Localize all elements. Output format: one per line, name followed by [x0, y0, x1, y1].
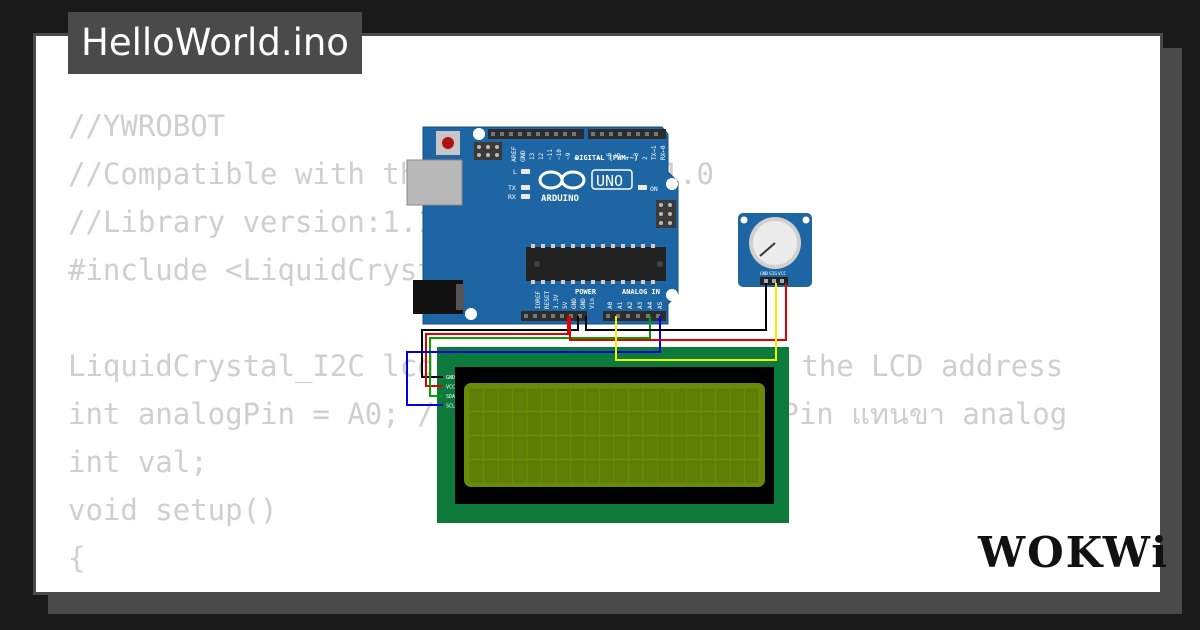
- digital-pin-label: 12: [538, 152, 545, 160]
- power-pin-label: 5V: [562, 301, 569, 309]
- digital-pin-label: RX←0: [660, 145, 667, 160]
- power-label: POWER: [575, 288, 597, 296]
- digital-pin-label: ~10: [556, 149, 563, 160]
- wires: [406, 283, 787, 406]
- code-line: //YWROBOT: [68, 109, 226, 143]
- lcd-2004-i2c-module[interactable]: GND VCC SDA SCL: [437, 347, 789, 523]
- digital-pin-label: ~3: [633, 152, 640, 160]
- file-name-label: HelloWorld.ino: [68, 12, 362, 74]
- digital-pin-label: 13: [529, 152, 536, 160]
- led-rx-label: RX: [508, 193, 516, 201]
- code-line: void setup(): [68, 493, 278, 527]
- analog-pin-label: A1: [617, 301, 624, 309]
- digital-pin-label: TX→1: [651, 145, 658, 160]
- pot-pin-label: VCC: [778, 271, 786, 277]
- digital-pin-label: ~6: [606, 152, 613, 160]
- arduino-brand-text: ARDUINO: [541, 194, 580, 204]
- digital-pin-label: ~9: [565, 152, 572, 160]
- power-pin-label: RESET: [544, 291, 551, 309]
- analog-header: [603, 311, 666, 321]
- microcontroller-chip: [526, 247, 666, 281]
- analog-pin-label: A5: [657, 301, 664, 309]
- code-line: //Library version:1.1: [68, 205, 435, 239]
- wokwi-logo: WOKWi: [978, 528, 1170, 577]
- analog-pin-label: A3: [637, 301, 644, 309]
- code-line: Serial.begin(9600);: [68, 582, 1132, 592]
- power-pin-label: IOREF: [535, 291, 542, 309]
- digital-pin-label: 8: [574, 156, 581, 160]
- icsp-header-right: [656, 200, 676, 228]
- analog-in-label: ANALOG IN: [622, 288, 660, 296]
- uno-model-text: UNO: [596, 172, 623, 190]
- reset-button-cap[interactable]: [442, 137, 454, 149]
- arduino-logo: ARDUINO: [538, 170, 586, 204]
- aref-label: AREF: [510, 146, 518, 162]
- wire-pot-vcc: [569, 283, 787, 341]
- lcd-pin-label: SCL: [446, 404, 455, 410]
- lcd-pin-label: VCC: [446, 385, 455, 391]
- arduino-uno-board[interactable]: AREF GND DIGITAL (PWM ~) L TX RX ON POWE…: [406, 126, 679, 325]
- wire-pot-signal: [615, 283, 777, 361]
- power-pin-label: 3.3V: [553, 294, 560, 309]
- wire-lcd-vcc: [425, 316, 569, 387]
- code-line: int val;: [68, 445, 208, 479]
- lcd-pin-label: GND: [446, 375, 455, 381]
- digital-pin-label: 4: [624, 156, 631, 160]
- digital-pin-label: 7: [597, 156, 604, 160]
- lcd-character-grid: [469, 388, 759, 483]
- gnd-top-label: GND: [519, 150, 527, 162]
- analog-pin-label: A4: [647, 301, 654, 309]
- digital-label: DIGITAL (PWM ~): [575, 154, 638, 162]
- digital-pin-label: ~11: [547, 149, 554, 160]
- pot-pin-label: GND: [760, 271, 768, 277]
- pot-pin-label: SIG: [769, 271, 777, 277]
- icsp-header: [474, 142, 502, 160]
- usb-connector: [406, 159, 463, 206]
- analog-pin-label: A2: [627, 301, 634, 309]
- power-pin-label: GND: [580, 298, 587, 309]
- led-tx-label: TX: [508, 184, 516, 192]
- analog-pin-label: A0: [607, 301, 614, 309]
- wire-pot-gnd: [585, 283, 767, 331]
- power-pin-label: GND: [571, 298, 578, 309]
- lcd-pin-label: SDA: [446, 394, 455, 400]
- led-l-label: L: [513, 168, 517, 176]
- digital-pin-label: ~5: [615, 152, 622, 160]
- dc-power-jack: [413, 280, 463, 314]
- code-line: {: [68, 541, 86, 575]
- on-led-label: ON: [650, 185, 658, 193]
- digital-pin-label: 2: [642, 156, 649, 160]
- power-pin-label: Vin: [589, 298, 596, 309]
